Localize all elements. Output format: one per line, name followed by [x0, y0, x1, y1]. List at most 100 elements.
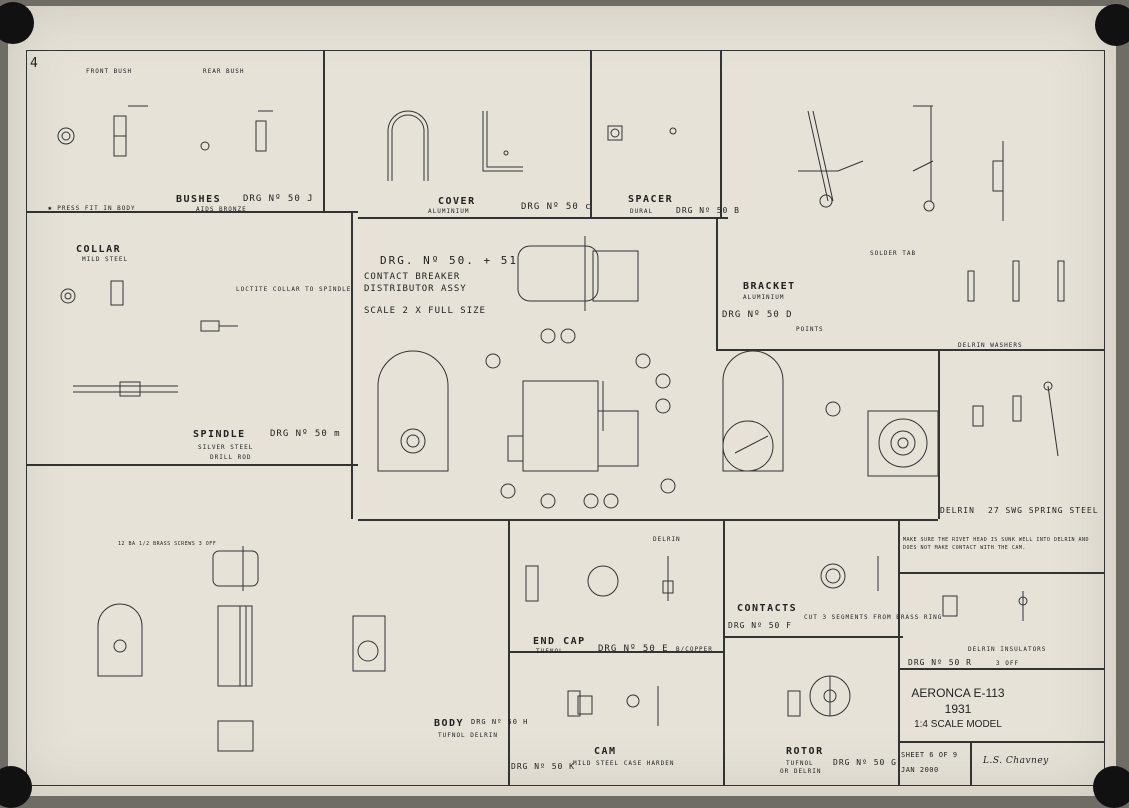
title-block-scale: 1:4 SCALE MODEL	[914, 719, 1002, 730]
body-screws: 12 BA 1/2 BRASS SCREWS 3 OFF	[118, 541, 217, 547]
spacer-drg: DRG Nº 50 B	[676, 206, 740, 215]
divider	[26, 211, 358, 213]
insulators-drg: DRG Nº 50 R	[908, 658, 972, 667]
divider	[358, 519, 938, 521]
title-block-year: 1931	[944, 702, 972, 716]
bracket-material: ALUMINIUM	[743, 294, 785, 301]
insulators-sketch	[942, 591, 1028, 621]
rear-bush-label: REAR BUSH	[203, 68, 245, 75]
divider	[323, 50, 325, 211]
spacer-title: SPACER	[628, 194, 674, 205]
insulators-note: MAKE SURE THE RIVET HEAD IS SUNK WELL IN…	[903, 537, 1090, 551]
spacer-material: DURAL	[630, 208, 654, 215]
bracket-title: BRACKET	[743, 281, 796, 292]
washers-title: DELRIN WASHERS	[958, 342, 1023, 349]
rotor-drg: DRG Nº 50 G	[833, 758, 897, 767]
contacts-title: CONTACTS	[737, 603, 798, 614]
title-block-date: JAN 2000	[901, 766, 939, 774]
endcap-material: TUFNOL	[536, 648, 564, 655]
rotor-sketch	[787, 675, 851, 717]
divider	[938, 349, 940, 519]
endcap-title: END CAP	[533, 636, 586, 647]
washer-sketches	[967, 260, 1065, 302]
divider	[723, 519, 725, 786]
title-block-signature: L.S. Chavney	[983, 756, 1049, 766]
insulators-title: DELRIN INSULATORS	[968, 646, 1047, 653]
body-drg: DRG Nº 50 H	[471, 718, 529, 726]
divider	[590, 50, 592, 217]
sheet-number: 4	[30, 56, 39, 71]
divider	[716, 349, 1105, 351]
divider	[898, 668, 1105, 670]
divider	[26, 464, 358, 466]
divider	[508, 519, 510, 786]
assy-title-2: DISTRIBUTOR ASSY	[364, 284, 467, 294]
divider	[898, 519, 900, 786]
contacts-drg: DRG Nº 50 F	[728, 621, 792, 630]
collar-sketch	[60, 280, 238, 332]
divider	[508, 651, 723, 653]
spindle-extra: DRILL ROD	[210, 454, 252, 461]
divider	[351, 211, 353, 519]
body-sketch	[97, 546, 386, 752]
divider	[720, 50, 722, 217]
cam-sketch	[567, 686, 659, 726]
cover-drg: DRG Nº 50 c	[521, 202, 592, 212]
divider	[723, 636, 903, 638]
endcap-bcopper: B/COPPER	[676, 646, 713, 653]
cover-title: COVER	[438, 196, 476, 207]
front-bush-label: FRONT BUSH	[86, 68, 133, 75]
clip-icon	[1095, 4, 1129, 46]
cam-drg: DRG Nº 50 K	[511, 762, 575, 771]
title-block-sheet: SHEET 6 OF 9	[901, 751, 958, 759]
clip-icon	[0, 2, 34, 44]
cover-sketch	[387, 110, 523, 181]
bushes-drg: DRG Nº 50 J	[243, 194, 314, 204]
bracket-points: POINTS	[796, 326, 824, 333]
spindle-drg: DRG Nº 50 m	[270, 429, 341, 439]
cam-material: MILD STEEL CASE HARDEN	[573, 760, 675, 767]
bushes-material: AIDS BRONZE	[196, 206, 247, 213]
spring-sketch	[972, 381, 1059, 457]
assembly-sketch	[377, 236, 939, 509]
body-title: BODY	[434, 718, 465, 729]
rotor-material-2: OR DELRIN	[780, 768, 822, 775]
spacer-sketch	[607, 125, 677, 141]
rotor-material: TUFNOL	[786, 760, 814, 767]
divider	[970, 741, 972, 786]
spring-subtitle: 27 SWG SPRING STEEL	[988, 506, 1099, 515]
endcap-delrin: DELRIN	[653, 536, 681, 543]
divider	[898, 572, 1105, 574]
body-material: TUFNOL DELRIN	[438, 732, 498, 739]
divider	[358, 217, 728, 219]
divider	[898, 741, 1105, 743]
drawing-border	[26, 50, 1105, 786]
contacts-sketch	[820, 556, 879, 591]
collar-note: LOCTITE COLLAR TO SPINDLE	[236, 286, 352, 293]
collar-material: MILD STEEL	[82, 256, 129, 263]
title-block-name: AERONCA E-113	[911, 686, 1005, 700]
bracket-drg: DRG Nº 50 D	[722, 310, 793, 320]
bracket-sketch	[798, 105, 1004, 221]
spindle-material: SILVER STEEL	[198, 444, 254, 451]
endcap-drg: DRG Nº 50 E	[598, 644, 669, 654]
bushes-title: BUSHES	[176, 194, 222, 205]
rotor-title: ROTOR	[786, 746, 824, 757]
assy-scale: SCALE 2 X FULL SIZE	[364, 306, 486, 316]
endcap-sketch	[525, 556, 674, 602]
collar-title: COLLAR	[76, 244, 122, 255]
clip-icon	[1093, 766, 1129, 808]
contacts-note: CUT 3 SEGMENTS FROM BRASS RING	[804, 614, 943, 621]
bracket-solder-tab: SOLDER TAB	[870, 250, 917, 257]
bush-sketches	[57, 105, 273, 157]
assy-title-1: CONTACT BREAKER	[364, 272, 461, 282]
spindle-sketch	[73, 381, 178, 397]
cover-material: ALUMINIUM	[428, 208, 470, 215]
spindle-title: SPINDLE	[193, 429, 246, 440]
insulators-qty: 3 OFF	[996, 660, 1020, 667]
assy-drg: DRG. Nº 50. + 51	[380, 254, 518, 267]
drawing-sheet: 4 FRONT BUSH REAR BUSH BUSHES DRG Nº 50 …	[8, 6, 1116, 796]
bushes-note: ✱ PRESS FIT IN BODY	[48, 205, 136, 212]
cam-title: CAM	[594, 746, 617, 757]
spring-title: DELRIN	[940, 506, 975, 515]
